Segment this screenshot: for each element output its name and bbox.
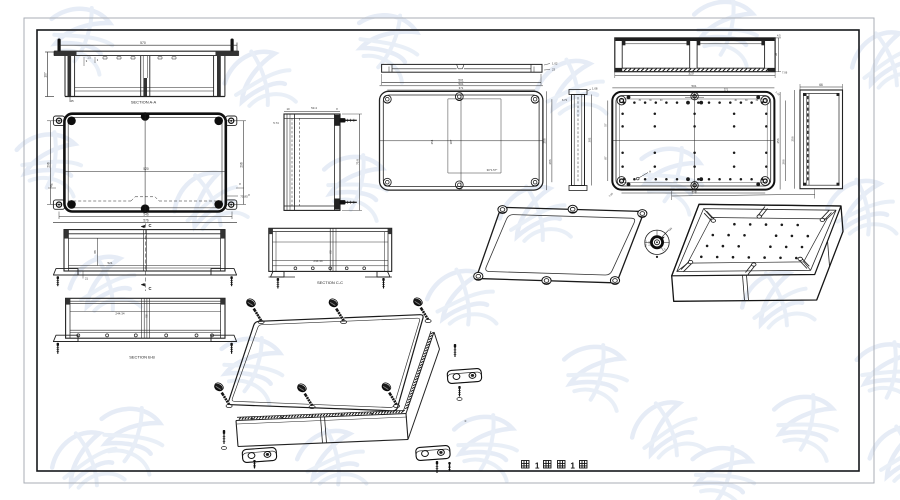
- svg-text:45: 45: [70, 99, 74, 103]
- svg-text:C: C: [148, 286, 151, 291]
- svg-text:75.85: 75.85: [240, 194, 248, 198]
- svg-text:75.8: 75.8: [355, 159, 359, 165]
- svg-text:30: 30: [649, 100, 652, 102]
- svg-text:7.06: 7.06: [608, 192, 614, 198]
- svg-text:5.74: 5.74: [273, 121, 279, 125]
- svg-text:SECTION A-A: SECTION A-A: [131, 100, 157, 105]
- svg-text:244.34: 244.34: [313, 259, 323, 263]
- svg-text:1: 1: [535, 461, 540, 470]
- svg-text:521: 521: [107, 261, 112, 265]
- svg-text:9: 9: [86, 59, 88, 63]
- svg-text:23: 23: [552, 68, 556, 72]
- svg-text:576: 576: [143, 218, 149, 222]
- svg-text:0: 0: [465, 419, 467, 423]
- svg-text:546: 546: [143, 213, 149, 217]
- svg-text:30: 30: [639, 100, 642, 102]
- svg-text:570: 570: [140, 41, 146, 45]
- svg-text:30°1.57°: 30°1.57°: [487, 168, 498, 172]
- svg-text:107: 107: [43, 72, 47, 78]
- svg-text:286: 286: [548, 159, 552, 164]
- svg-text:1: 1: [570, 461, 575, 470]
- svg-text:30: 30: [756, 100, 759, 102]
- svg-text:1.02: 1.02: [552, 62, 558, 66]
- svg-text:SECTION B-B: SECTION B-B: [129, 355, 155, 360]
- svg-text:21: 21: [85, 277, 89, 281]
- svg-text:376: 376: [691, 189, 696, 193]
- svg-text:8: 8: [248, 193, 250, 197]
- svg-text:256: 256: [776, 138, 780, 143]
- svg-text:30: 30: [734, 100, 737, 102]
- svg-text:57: 57: [604, 123, 608, 127]
- svg-text:38: 38: [774, 53, 778, 57]
- svg-text:296: 296: [239, 162, 243, 168]
- svg-text:SECTION C-C: SECTION C-C: [317, 280, 343, 285]
- svg-text:1.02: 1.02: [775, 91, 781, 97]
- svg-text:256: 256: [543, 138, 547, 143]
- svg-text:371: 371: [459, 86, 464, 90]
- svg-text:254: 254: [430, 139, 434, 144]
- svg-text:C: C: [148, 223, 151, 228]
- svg-text:53.4: 53.4: [311, 106, 317, 110]
- svg-text:8: 8: [336, 107, 338, 111]
- svg-text:244.34: 244.34: [115, 312, 125, 316]
- svg-text:501: 501: [458, 79, 464, 83]
- svg-text:520: 520: [143, 167, 149, 171]
- svg-text:10.35: 10.35: [643, 240, 647, 247]
- svg-text:A: A: [649, 170, 651, 174]
- svg-text:5.05: 5.05: [648, 240, 652, 246]
- svg-text:6.73: 6.73: [562, 98, 568, 102]
- svg-text:M4: M4: [668, 226, 674, 232]
- svg-text:88: 88: [329, 250, 333, 254]
- svg-text:3: 3: [97, 58, 99, 62]
- svg-text:98: 98: [145, 314, 149, 318]
- svg-text:1.08: 1.08: [592, 87, 598, 91]
- svg-text:4.5: 4.5: [662, 247, 667, 252]
- svg-text:286: 286: [782, 159, 786, 164]
- svg-text:21.3: 21.3: [692, 96, 697, 98]
- svg-text:8: 8: [239, 182, 241, 186]
- svg-text:501: 501: [458, 82, 463, 86]
- svg-text:30: 30: [660, 100, 663, 102]
- svg-text:320: 320: [688, 71, 694, 75]
- svg-text:10: 10: [286, 107, 290, 111]
- svg-text:371: 371: [724, 87, 729, 91]
- svg-text:35: 35: [49, 184, 53, 187]
- svg-text:1.5: 1.5: [87, 57, 91, 60]
- svg-text:282: 282: [587, 137, 591, 142]
- svg-text:256: 256: [790, 136, 794, 141]
- svg-text:501: 501: [691, 84, 696, 88]
- svg-text:378: 378: [691, 191, 696, 195]
- svg-text:30: 30: [745, 100, 748, 102]
- svg-text:187: 187: [449, 139, 453, 144]
- svg-text:8: 8: [51, 183, 53, 187]
- svg-text:4.5: 4.5: [777, 34, 781, 38]
- svg-text:7.06: 7.06: [782, 71, 788, 75]
- svg-text:66: 66: [819, 83, 823, 87]
- svg-text:87: 87: [604, 156, 608, 160]
- svg-text:88: 88: [93, 250, 97, 254]
- svg-text:296: 296: [46, 162, 50, 168]
